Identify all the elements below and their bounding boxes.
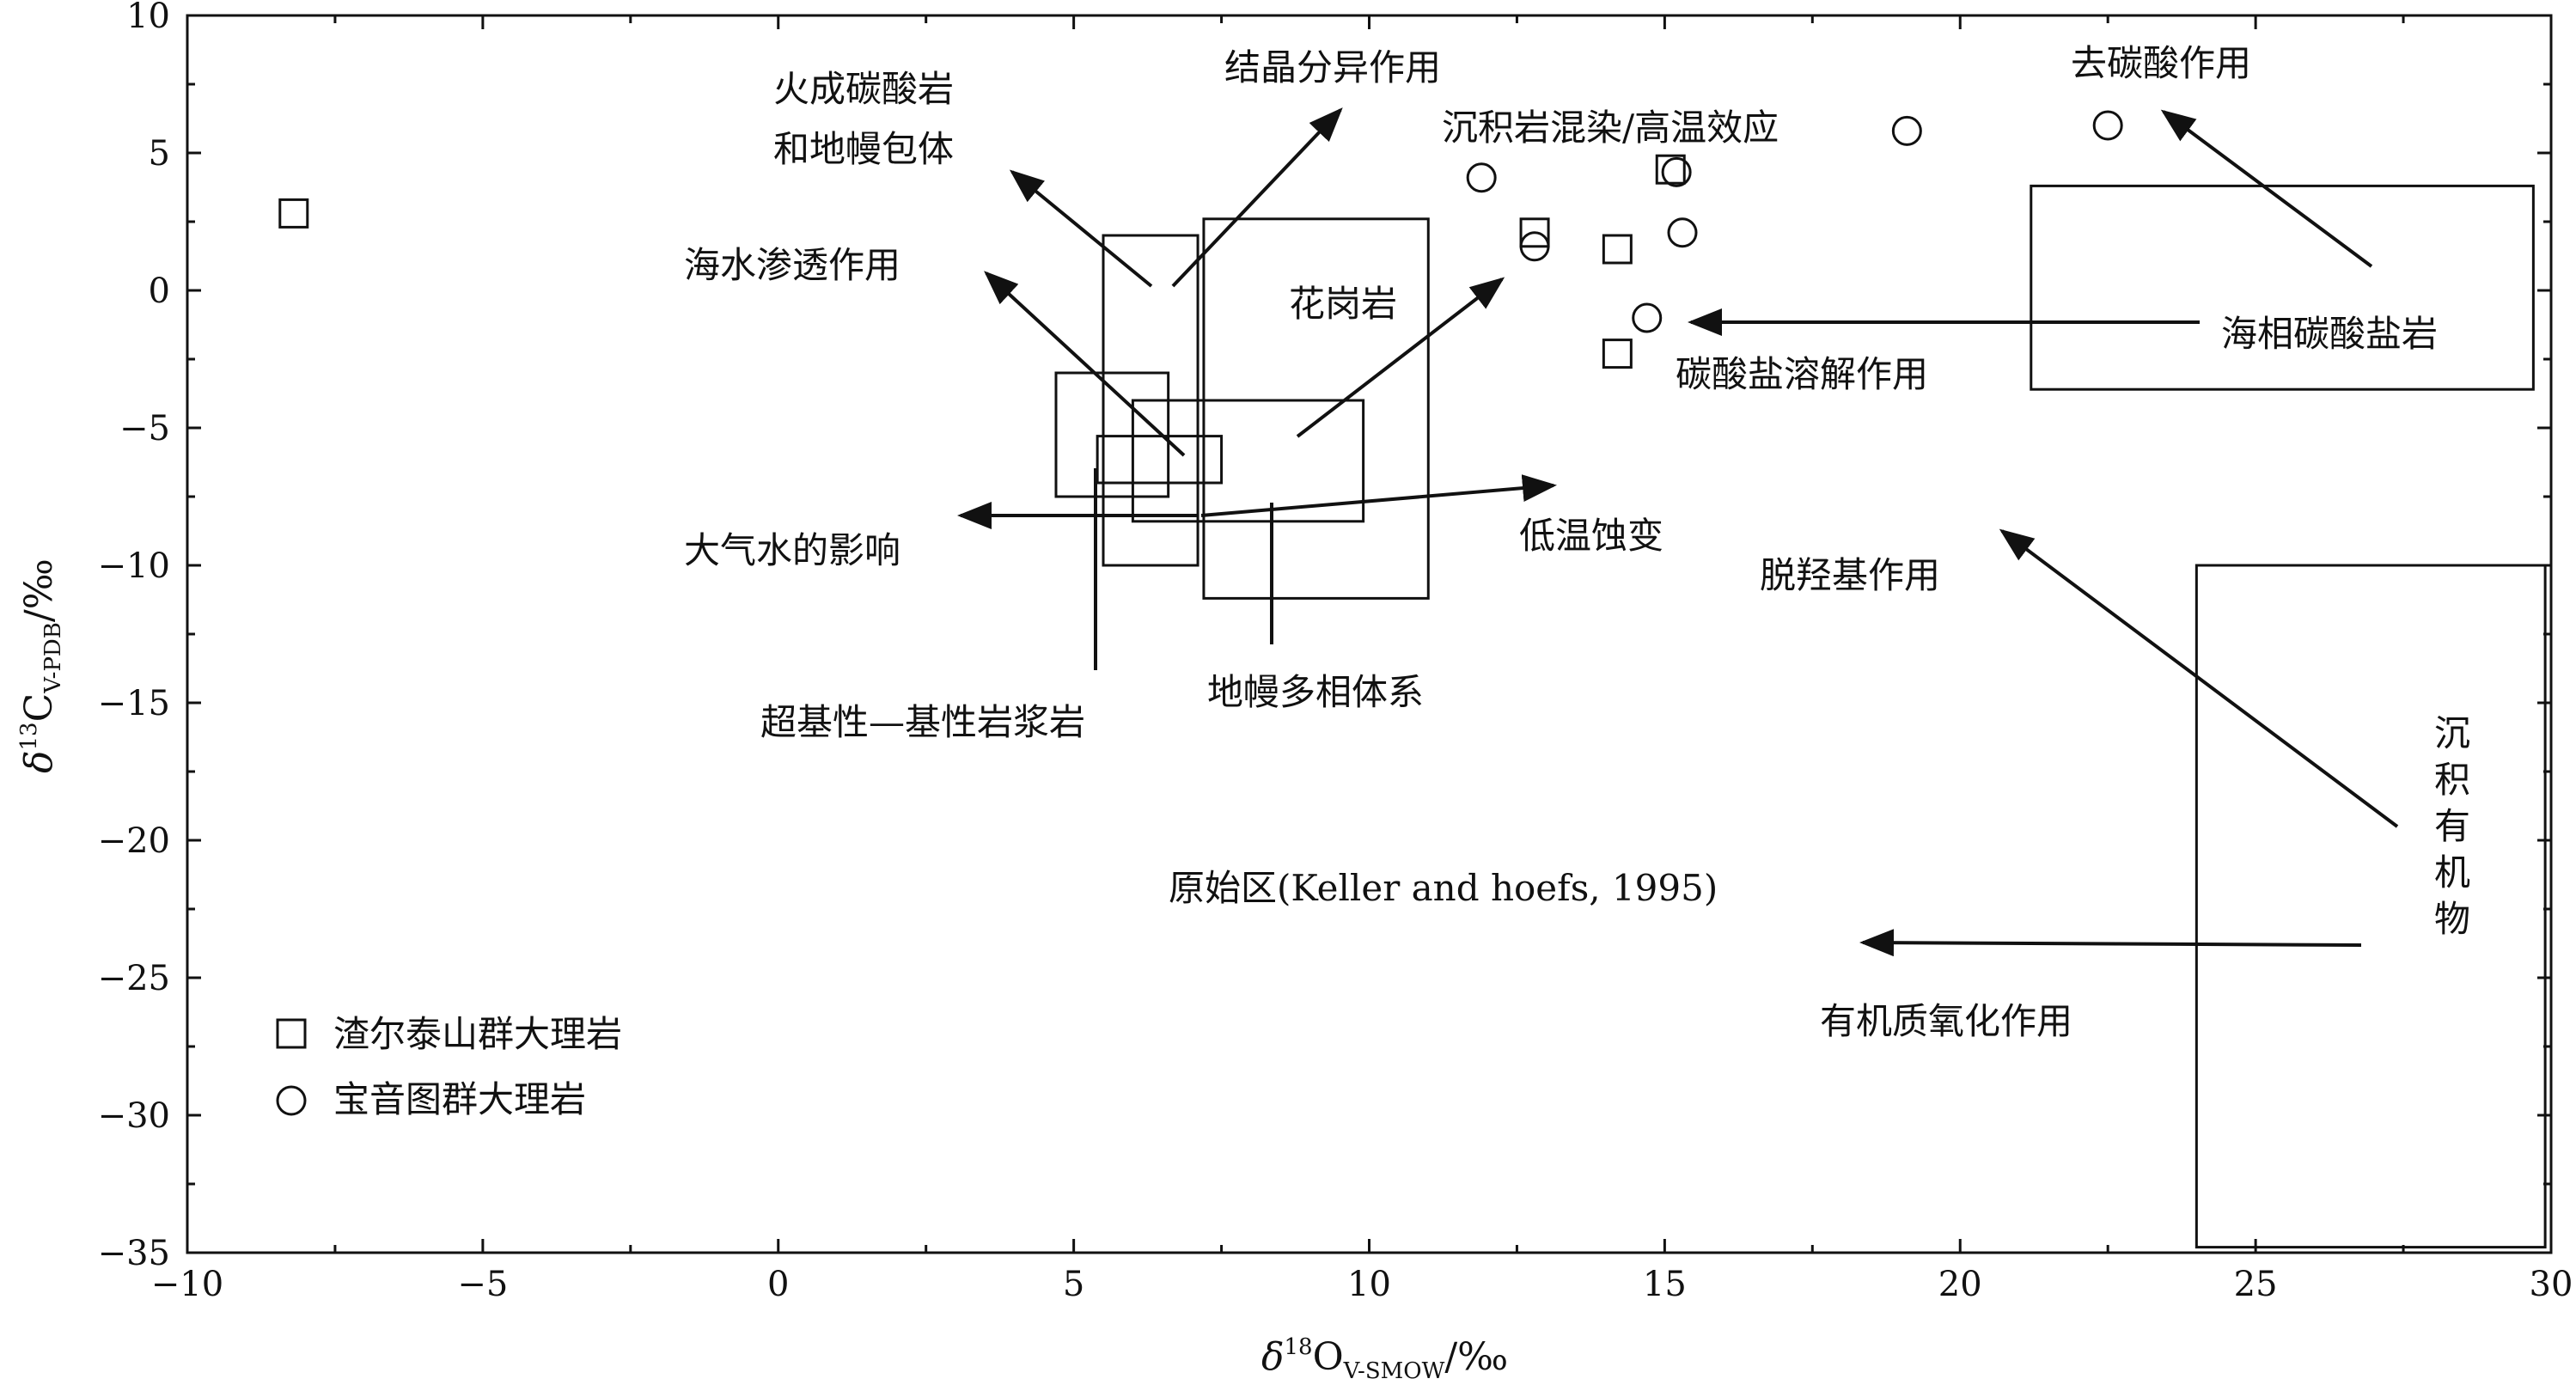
y-tick-label: 0 bbox=[149, 272, 170, 311]
y-tick-label: −20 bbox=[98, 821, 170, 861]
x-tick-label: 5 bbox=[1063, 1265, 1084, 1304]
ann-organic-4: 机 bbox=[2434, 851, 2470, 894]
data-point-square bbox=[1602, 234, 1633, 265]
region-box bbox=[2030, 184, 2535, 391]
y-tick-label: 5 bbox=[149, 134, 170, 174]
data-point-circle bbox=[1891, 115, 1922, 146]
x-tick-label: 0 bbox=[767, 1265, 789, 1304]
ann-meteoric: 大气水的影响 bbox=[684, 529, 900, 571]
data-point-square bbox=[278, 198, 309, 229]
x-tick-label: 25 bbox=[2234, 1265, 2278, 1304]
annotation-arrow bbox=[1859, 929, 2362, 957]
data-point-square bbox=[1602, 339, 1633, 369]
region-box bbox=[2194, 564, 2547, 1249]
ann-ultrabasic: 超基性—基性岩浆岩 bbox=[760, 701, 1085, 743]
ann-low-temp: 低温蚀变 bbox=[1519, 515, 1663, 557]
ann-seawater: 海水渗透作用 bbox=[684, 244, 900, 286]
data-point-circle bbox=[1466, 162, 1497, 193]
legend-label-circle: 宝音图群大理岩 bbox=[333, 1078, 586, 1120]
data-points bbox=[278, 110, 2123, 369]
x-tick-label: −10 bbox=[151, 1265, 223, 1304]
x-tick-label: 30 bbox=[2530, 1265, 2573, 1304]
annotation-arrow bbox=[1200, 474, 1557, 517]
ann-organic-ox: 有机质氧化作用 bbox=[1820, 1000, 2072, 1042]
y-axis-title: δ13CV-PDB/‰ bbox=[16, 558, 66, 773]
y-tick-label: −30 bbox=[98, 1096, 170, 1136]
annotation-arrow bbox=[2160, 109, 2373, 268]
ann-organic-5: 物 bbox=[2434, 898, 2470, 940]
ann-organic-1: 沉 bbox=[2434, 712, 2470, 754]
ann-primitive: 原始区(Keller and hoefs, 1995) bbox=[1169, 867, 1718, 909]
region-box bbox=[1202, 217, 1430, 600]
y-tick-label: −15 bbox=[98, 684, 170, 723]
x-tick-label: 10 bbox=[1347, 1265, 1391, 1304]
annotation-arrow bbox=[1009, 169, 1153, 288]
region-box bbox=[1131, 399, 1365, 523]
y-tick-label: 10 bbox=[126, 0, 170, 36]
axis-ticks: −10 −5 0 5 10 15 20 25 30 10 5 0 −5 −10 −15 −20 −25 −30 −3… bbox=[98, 0, 2573, 1304]
annotation-arrow bbox=[1296, 277, 1505, 438]
data-point-square bbox=[1519, 217, 1550, 248]
annotation-arrow bbox=[984, 271, 1186, 457]
annotation-arrows bbox=[957, 107, 2399, 957]
ann-igneous-1: 火成碳酸岩 bbox=[773, 68, 954, 110]
ann-crystal: 结晶分异作用 bbox=[1224, 46, 1441, 88]
ann-dehydroxyl: 脱羟基作用 bbox=[1760, 554, 1940, 596]
ann-mantle: 地幔多相体系 bbox=[1207, 671, 1424, 713]
y-tick-label: −5 bbox=[119, 409, 170, 448]
legend-circle-marker bbox=[276, 1085, 307, 1116]
y-tick-label: −25 bbox=[98, 959, 170, 998]
y-tick-label: −10 bbox=[98, 546, 170, 586]
ann-sediment-mix: 沉积岩混染/高温效应 bbox=[1442, 107, 1779, 149]
ann-igneous-2: 和地幔包体 bbox=[773, 128, 954, 170]
y-tick-label: −35 bbox=[98, 1234, 170, 1273]
ann-marine: 海相碳酸盐岩 bbox=[2221, 313, 2438, 355]
x-axis-title: δ18OV-SMOW/‰ bbox=[1261, 1334, 1508, 1384]
ann-dissolution: 碳酸盐溶解作用 bbox=[1676, 353, 1928, 395]
ann-organic-2: 积 bbox=[2434, 759, 2470, 801]
data-point-square bbox=[1655, 154, 1686, 185]
annotation-arrow bbox=[1999, 528, 2399, 828]
data-point-circle bbox=[2092, 110, 2123, 141]
ann-granite: 花岗岩 bbox=[1289, 283, 1397, 325]
x-tick-label: −5 bbox=[457, 1265, 508, 1304]
data-point-circle bbox=[1632, 302, 1663, 333]
data-point-circle bbox=[1667, 217, 1698, 248]
annotation-arrow bbox=[1171, 107, 1343, 288]
region-box bbox=[1054, 371, 1170, 498]
region-box bbox=[1096, 435, 1224, 485]
legend-square-marker bbox=[276, 1018, 307, 1049]
data-point-circle bbox=[1519, 231, 1550, 262]
x-tick-label: 20 bbox=[1938, 1265, 1982, 1304]
ann-decarb: 去碳酸作用 bbox=[2071, 42, 2251, 84]
region-boxes bbox=[1054, 184, 2547, 1249]
x-tick-label: 15 bbox=[1643, 1265, 1687, 1304]
ann-organic-3: 有 bbox=[2434, 805, 2470, 847]
data-point-circle bbox=[1661, 156, 1692, 187]
legend-label-square: 渣尔泰山群大理岩 bbox=[333, 1013, 622, 1055]
